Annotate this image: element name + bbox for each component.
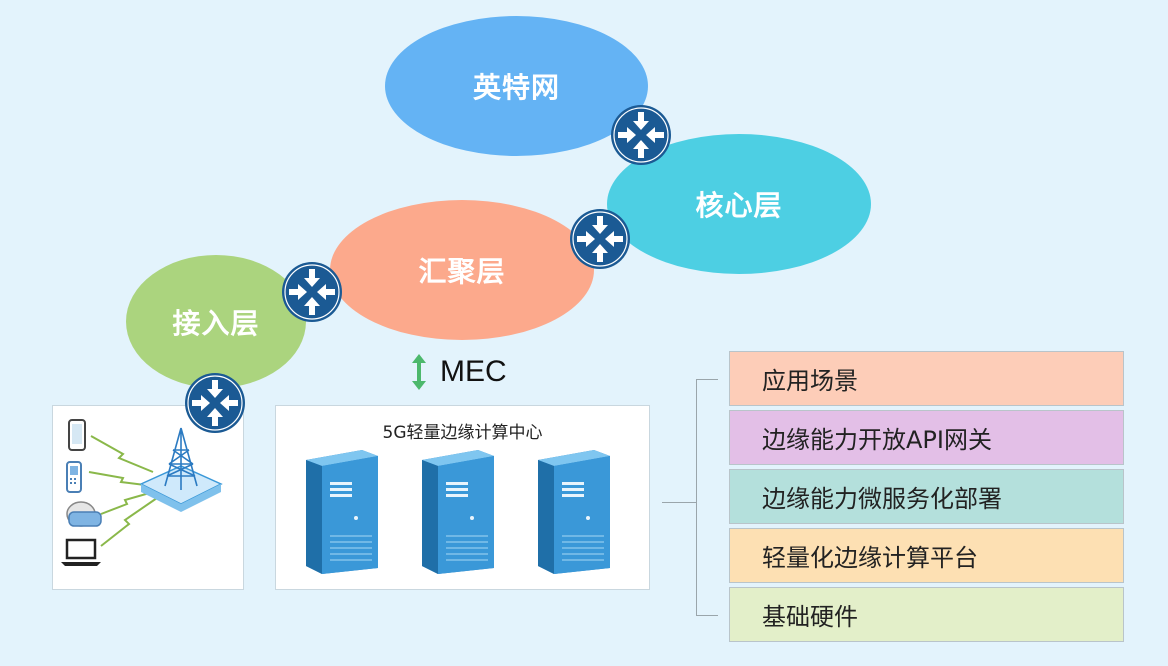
mec-label: MEC bbox=[440, 355, 507, 388]
server-icon bbox=[306, 450, 378, 574]
core-layer-label: 核心层 bbox=[695, 189, 783, 222]
stack-layer-microservices: 边缘能力微服务化部署 bbox=[729, 469, 1124, 524]
internet-label: 英特网 bbox=[472, 71, 560, 104]
stack-layer-api-gateway: 边缘能力开放API网关 bbox=[729, 410, 1124, 465]
datacenter-title: 5G轻量边缘计算中心 bbox=[382, 423, 543, 443]
stack-layer-label: 边缘能力微服务化部署 bbox=[762, 485, 1002, 513]
bracket-tick bbox=[696, 615, 718, 616]
vr-headset-icon bbox=[66, 501, 102, 527]
router-icon bbox=[569, 208, 631, 270]
edge-datacenter-box: 5G轻量边缘计算中心 bbox=[275, 405, 650, 590]
router-icon bbox=[184, 372, 246, 434]
stack-layer-platform: 轻量化边缘计算平台 bbox=[729, 528, 1124, 583]
base-station-icon bbox=[139, 427, 223, 512]
access-layer-cloud: 接入层 bbox=[126, 255, 306, 388]
internet-cloud: 英特网 bbox=[385, 16, 648, 156]
aggregation-layer-cloud: 汇聚层 bbox=[330, 200, 594, 340]
stack-layer-label: 基础硬件 bbox=[762, 603, 858, 631]
double-arrow-icon bbox=[412, 354, 426, 390]
stack-layer-hardware: 基础硬件 bbox=[729, 587, 1124, 642]
smartphone-icon bbox=[68, 419, 86, 451]
mobile-phone-icon bbox=[66, 461, 82, 493]
bracket-tick bbox=[696, 379, 718, 380]
stack-layer-label: 应用场景 bbox=[762, 367, 858, 395]
stack-layer-label: 边缘能力开放API网关 bbox=[762, 426, 992, 454]
router-icon bbox=[281, 261, 343, 323]
stack-layer-label: 轻量化边缘计算平台 bbox=[762, 544, 978, 572]
connector-line bbox=[662, 502, 696, 503]
mec-indicator: MEC bbox=[412, 354, 507, 390]
aggregation-layer-label: 汇聚层 bbox=[418, 255, 506, 288]
access-layer-label: 接入层 bbox=[172, 306, 260, 340]
stack-layer-application: 应用场景 bbox=[729, 351, 1124, 406]
server-icon bbox=[422, 450, 494, 574]
laptop-icon bbox=[61, 538, 101, 566]
devices-box bbox=[52, 405, 244, 590]
server-icon bbox=[538, 450, 610, 574]
bracket-line bbox=[696, 379, 697, 615]
router-icon bbox=[610, 104, 672, 166]
